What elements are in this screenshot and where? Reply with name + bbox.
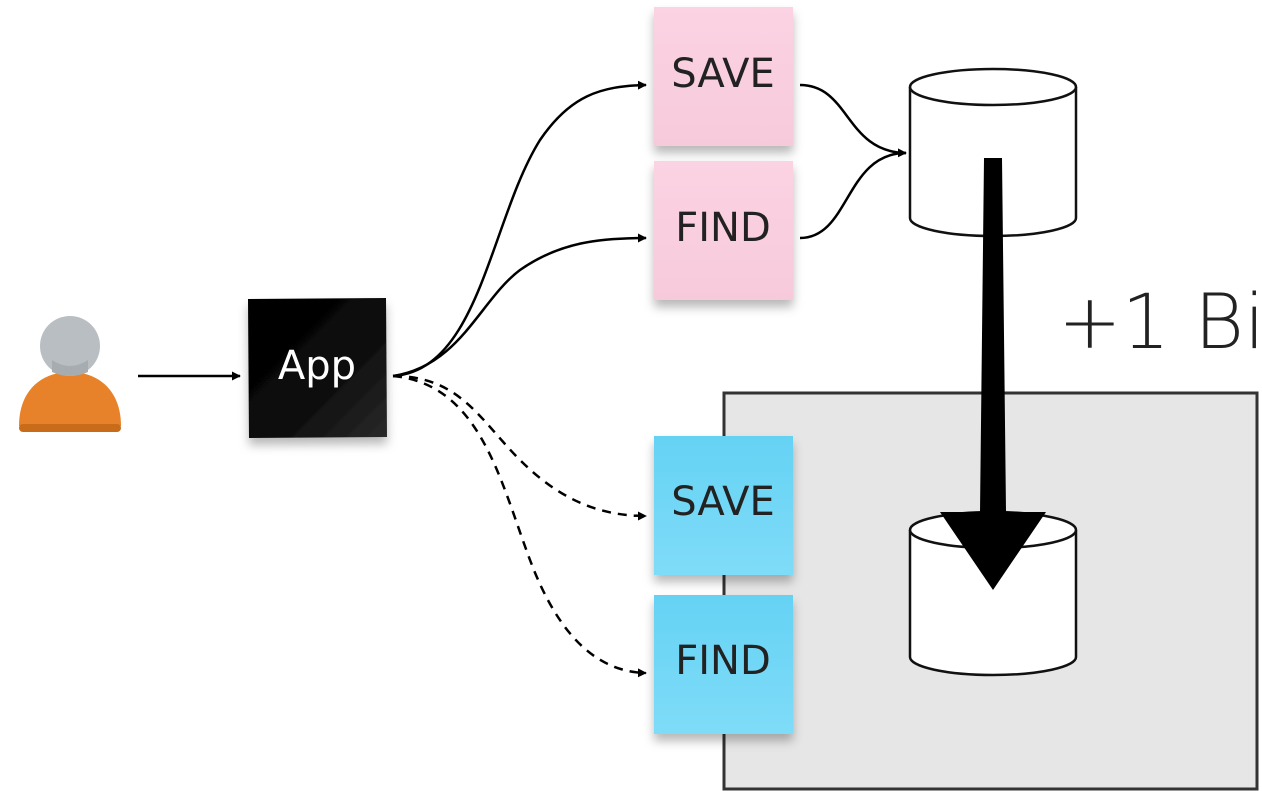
current-find-note: FIND (654, 161, 793, 300)
current-save-label: SAVE (671, 51, 775, 97)
save-to-db-connector (799, 83, 907, 158)
app-to-new-save-connector (392, 374, 647, 521)
current-save-note: SAVE (654, 7, 793, 146)
app-to-new-find-connector (392, 374, 647, 678)
app-to-find-connector (392, 233, 647, 378)
find-to-db-connector (799, 151, 907, 240)
new-find-note: FIND (654, 595, 793, 734)
new-save-label: SAVE (671, 479, 775, 525)
new-find-label: FIND (675, 638, 771, 684)
migration-arrow (940, 158, 1046, 590)
app-note: App (248, 298, 387, 438)
new-save-note: SAVE (654, 436, 793, 575)
current-find-label: FIND (675, 205, 771, 251)
app-to-save-connector (392, 80, 647, 378)
user-icon (19, 316, 121, 432)
migration-label: +1 Bi (1058, 277, 1262, 366)
app-label: App (278, 343, 356, 389)
